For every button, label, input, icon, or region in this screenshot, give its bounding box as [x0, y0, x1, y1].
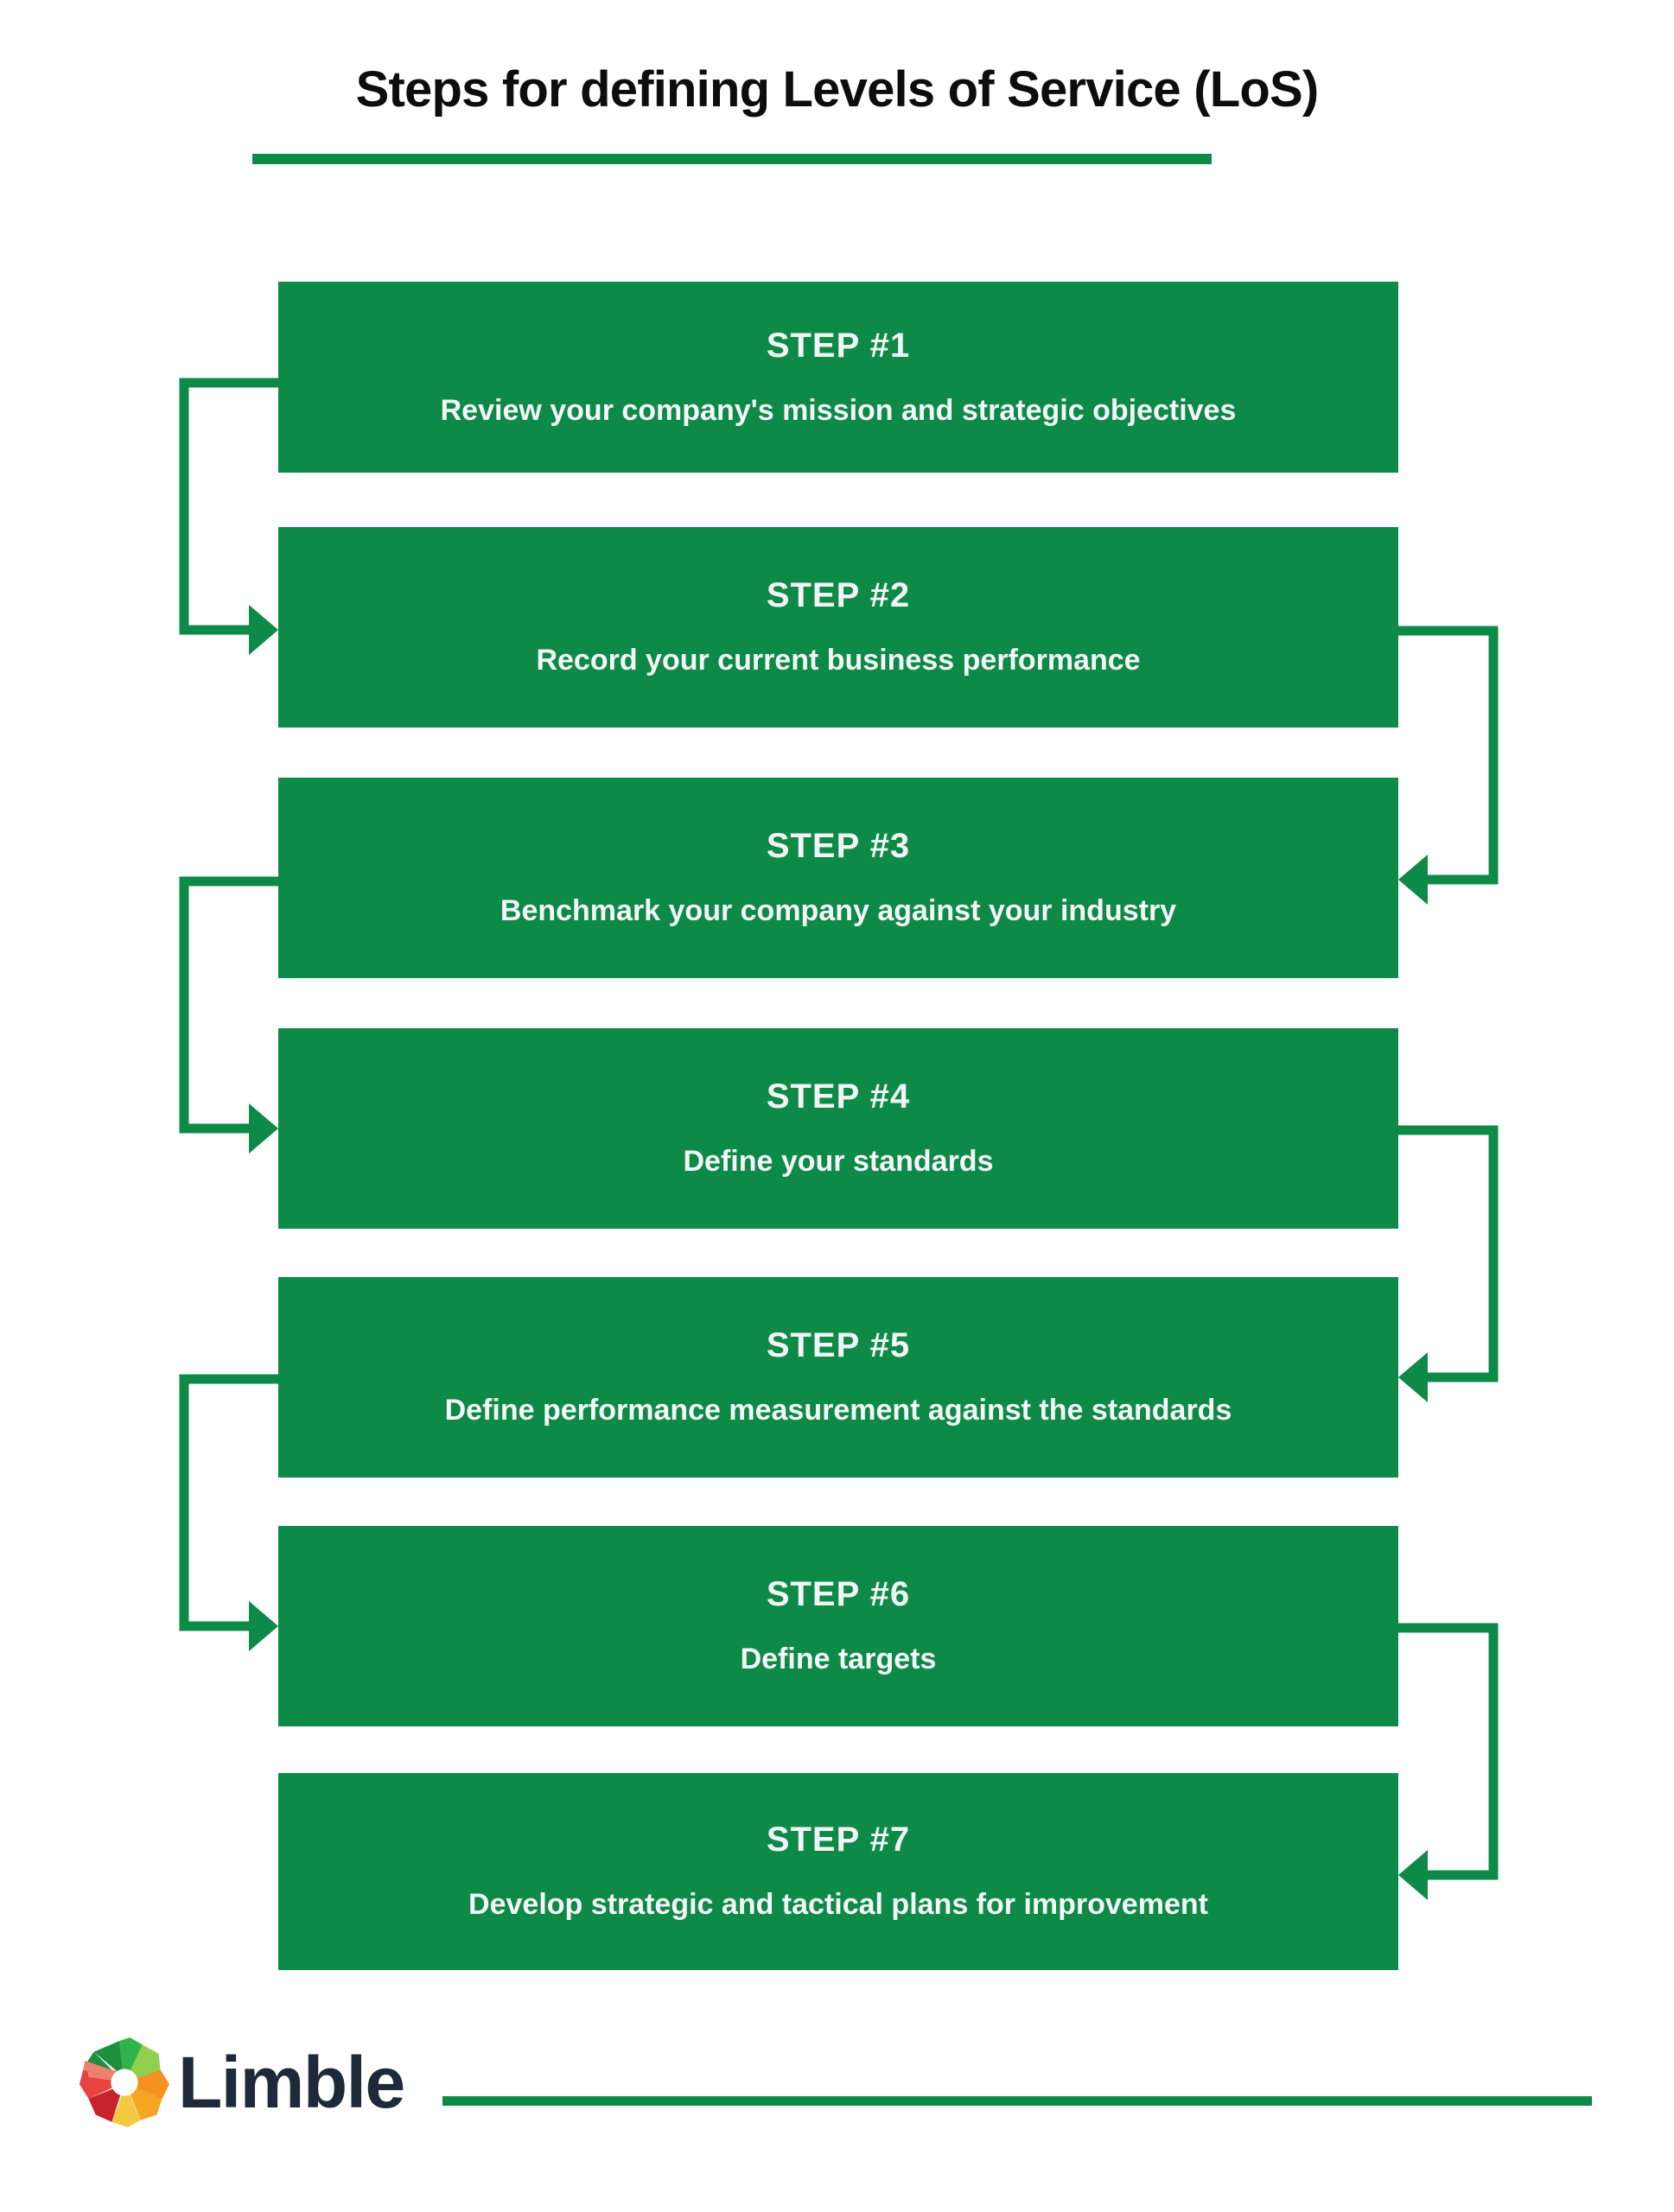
- step-label-6: STEP #6: [766, 1575, 911, 1614]
- step-text-4: Define your standards: [683, 1145, 994, 1179]
- step-text-2: Record your current business performance: [536, 644, 1141, 677]
- step-box-6[interactable]: STEP #6 Define targets: [278, 1526, 1398, 1726]
- footer-rule: [442, 2096, 1592, 2106]
- footer: Limble: [0, 2013, 1674, 2195]
- step-label-4: STEP #4: [766, 1077, 911, 1116]
- step-box-2[interactable]: STEP #2 Record your current business per…: [278, 527, 1398, 728]
- step-label-1: STEP #1: [766, 326, 911, 365]
- step-text-3: Benchmark your company against your indu…: [500, 894, 1177, 928]
- connector-step6-step7: [1398, 1623, 1499, 1900]
- step-label-3: STEP #3: [766, 827, 911, 866]
- step-label-2: STEP #2: [766, 576, 911, 615]
- limble-wordmark: Limble: [178, 2042, 405, 2123]
- step-label-7: STEP #7: [766, 1821, 911, 1859]
- title-underline-bar: [252, 154, 1212, 164]
- connector-step3-step4: [179, 876, 278, 1154]
- step-box-3[interactable]: STEP #3 Benchmark your company against y…: [278, 778, 1398, 978]
- connector-step2-step3: [1398, 626, 1499, 905]
- step-text-5: Define performance measurement against t…: [444, 1394, 1232, 1427]
- step-text-7: Develop strategic and tactical plans for…: [468, 1888, 1208, 1922]
- step-box-7[interactable]: STEP #7 Develop strategic and tactical p…: [278, 1773, 1398, 1970]
- step-box-1[interactable]: STEP #1 Review your company's mission an…: [278, 282, 1398, 473]
- connector-step5-step6: [179, 1374, 278, 1651]
- connector-step1-step2: [179, 378, 278, 655]
- step-box-5[interactable]: STEP #5 Define performance measurement a…: [278, 1277, 1398, 1478]
- step-box-4[interactable]: STEP #4 Define your standards: [278, 1028, 1398, 1229]
- step-text-6: Define targets: [740, 1643, 937, 1676]
- step-label-5: STEP #5: [766, 1326, 911, 1365]
- step-text-1: Review your company's mission and strate…: [440, 393, 1237, 427]
- header: Steps for defining Levels of Service (Lo…: [0, 0, 1674, 199]
- limble-gear-icon: [80, 2037, 169, 2127]
- page-title: Steps for defining Levels of Service (Lo…: [355, 61, 1320, 118]
- connector-step4-step5: [1398, 1125, 1499, 1402]
